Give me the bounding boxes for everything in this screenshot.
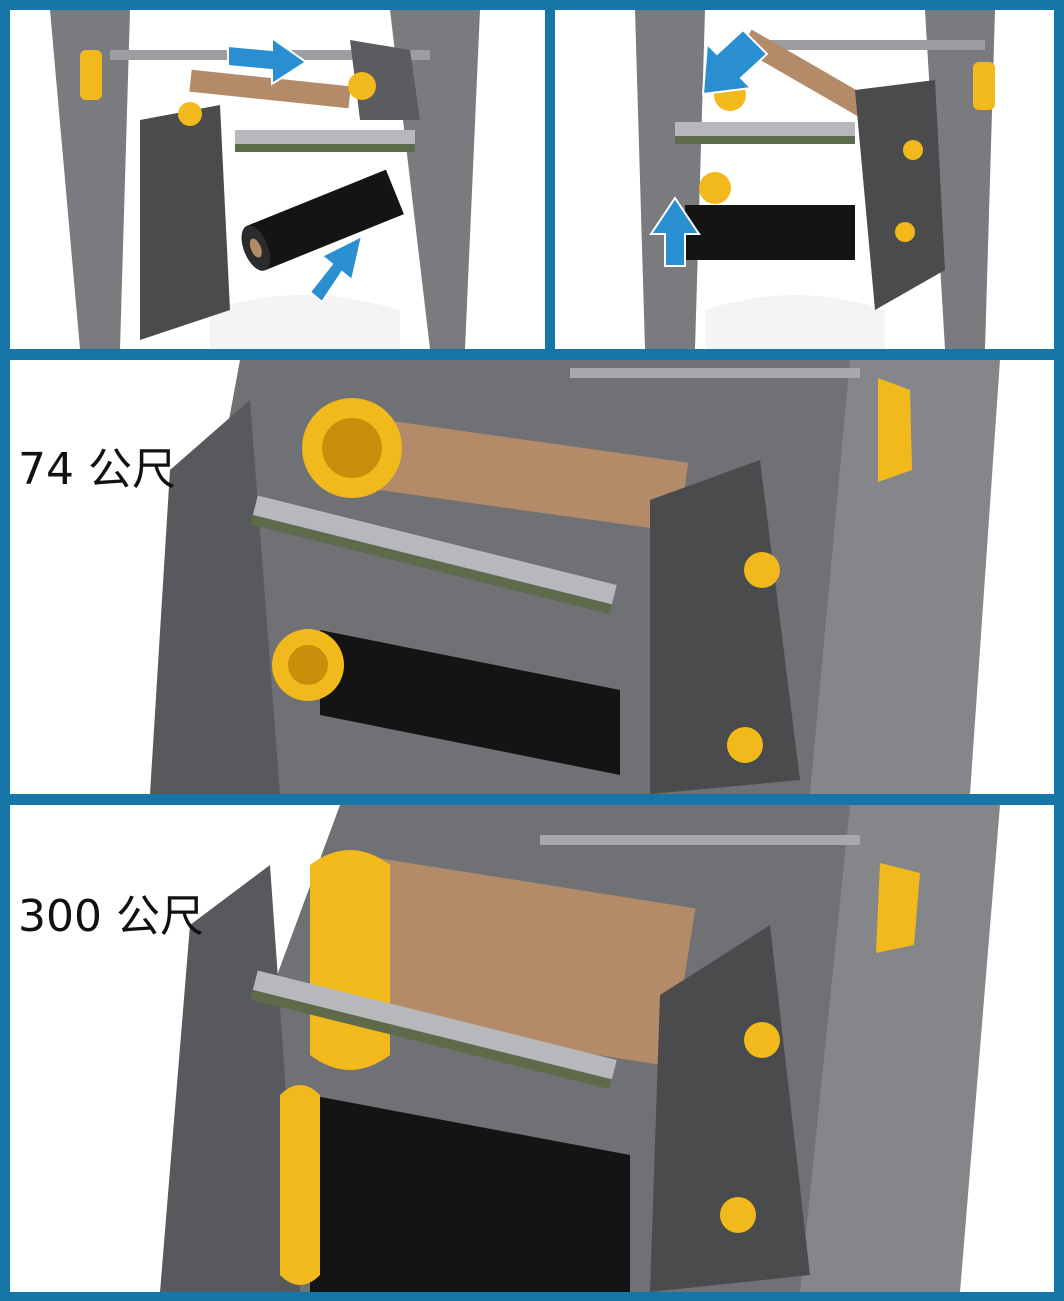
ribbon-cover-right — [650, 460, 800, 794]
takeup-knob — [310, 850, 390, 1070]
printhead-edge — [235, 144, 415, 152]
label-roll — [705, 295, 885, 349]
hub — [744, 552, 780, 588]
panel-long-ribbon: 300 公尺 — [10, 805, 1054, 1292]
panel-install-ribbon-left — [10, 10, 545, 349]
printhead — [252, 495, 617, 605]
spindle-plate — [350, 40, 420, 120]
ribbon-length-label-74: 74 公尺 — [18, 444, 176, 495]
arrow-icon — [649, 196, 701, 267]
guide-rod — [755, 40, 985, 50]
ribbon-length-label-300: 300 公尺 — [18, 891, 204, 942]
release-latch — [973, 62, 995, 110]
printer-illustration-right — [635, 10, 995, 349]
printhead-edge — [675, 136, 855, 144]
label-roll — [210, 295, 400, 349]
supply-ribbon-roll — [685, 205, 855, 260]
hub — [895, 222, 915, 242]
guide-rod — [570, 368, 860, 378]
supply-hub — [699, 172, 731, 204]
arrow-icon — [308, 234, 364, 304]
supply-hub — [178, 102, 202, 126]
arrow-icon — [701, 28, 769, 96]
supply-spindle — [280, 1085, 630, 1292]
takeup-knob-center — [322, 418, 382, 478]
printer-illustration-short-ribbon — [10, 360, 1054, 794]
hub — [903, 140, 923, 160]
ribbon-cover-left — [160, 865, 300, 1292]
housing-right-wall — [800, 805, 1000, 1292]
takeup-core — [351, 416, 689, 533]
ribbon-cover-left — [140, 105, 230, 340]
hub — [744, 1022, 780, 1058]
ribbon-cover-right — [650, 925, 810, 1292]
hub — [727, 727, 763, 763]
printhead-assembly — [250, 495, 617, 615]
guide-rod — [540, 835, 860, 845]
printer-illustration-left — [50, 10, 480, 349]
printhead-edge — [250, 989, 612, 1090]
housing-left-wall — [635, 10, 705, 349]
release-latch — [80, 50, 102, 100]
printhead-edge — [250, 514, 612, 615]
supply-ribbon-roll — [310, 1095, 630, 1292]
release-latch — [878, 378, 912, 482]
supply-ribbon-roll — [320, 630, 620, 775]
hub — [720, 1197, 756, 1233]
ribbon-cover-right — [855, 80, 945, 310]
arrow-icon — [227, 36, 308, 86]
ribbon-cover-left — [150, 400, 280, 794]
printhead — [252, 970, 617, 1080]
printer-illustration-long-ribbon — [10, 805, 1054, 1292]
ribbon-core-end — [249, 238, 262, 258]
supply-ribbon-roll — [246, 169, 404, 271]
supply-knob-center — [288, 645, 328, 685]
panel-install-ribbon-right — [555, 10, 1054, 349]
supply-knob — [280, 1085, 320, 1285]
takeup-hub — [348, 72, 376, 100]
printhead-assembly — [250, 970, 617, 1090]
housing-right-wall — [810, 360, 1000, 794]
printhead — [675, 122, 855, 136]
supply-spindle — [272, 629, 620, 775]
release-latch — [876, 863, 920, 953]
printhead — [235, 130, 415, 144]
housing-left-wall — [50, 10, 130, 349]
takeup-spindle — [302, 398, 689, 533]
panel-short-ribbon: 74 公尺 — [10, 360, 1054, 794]
takeup-core — [189, 69, 351, 109]
